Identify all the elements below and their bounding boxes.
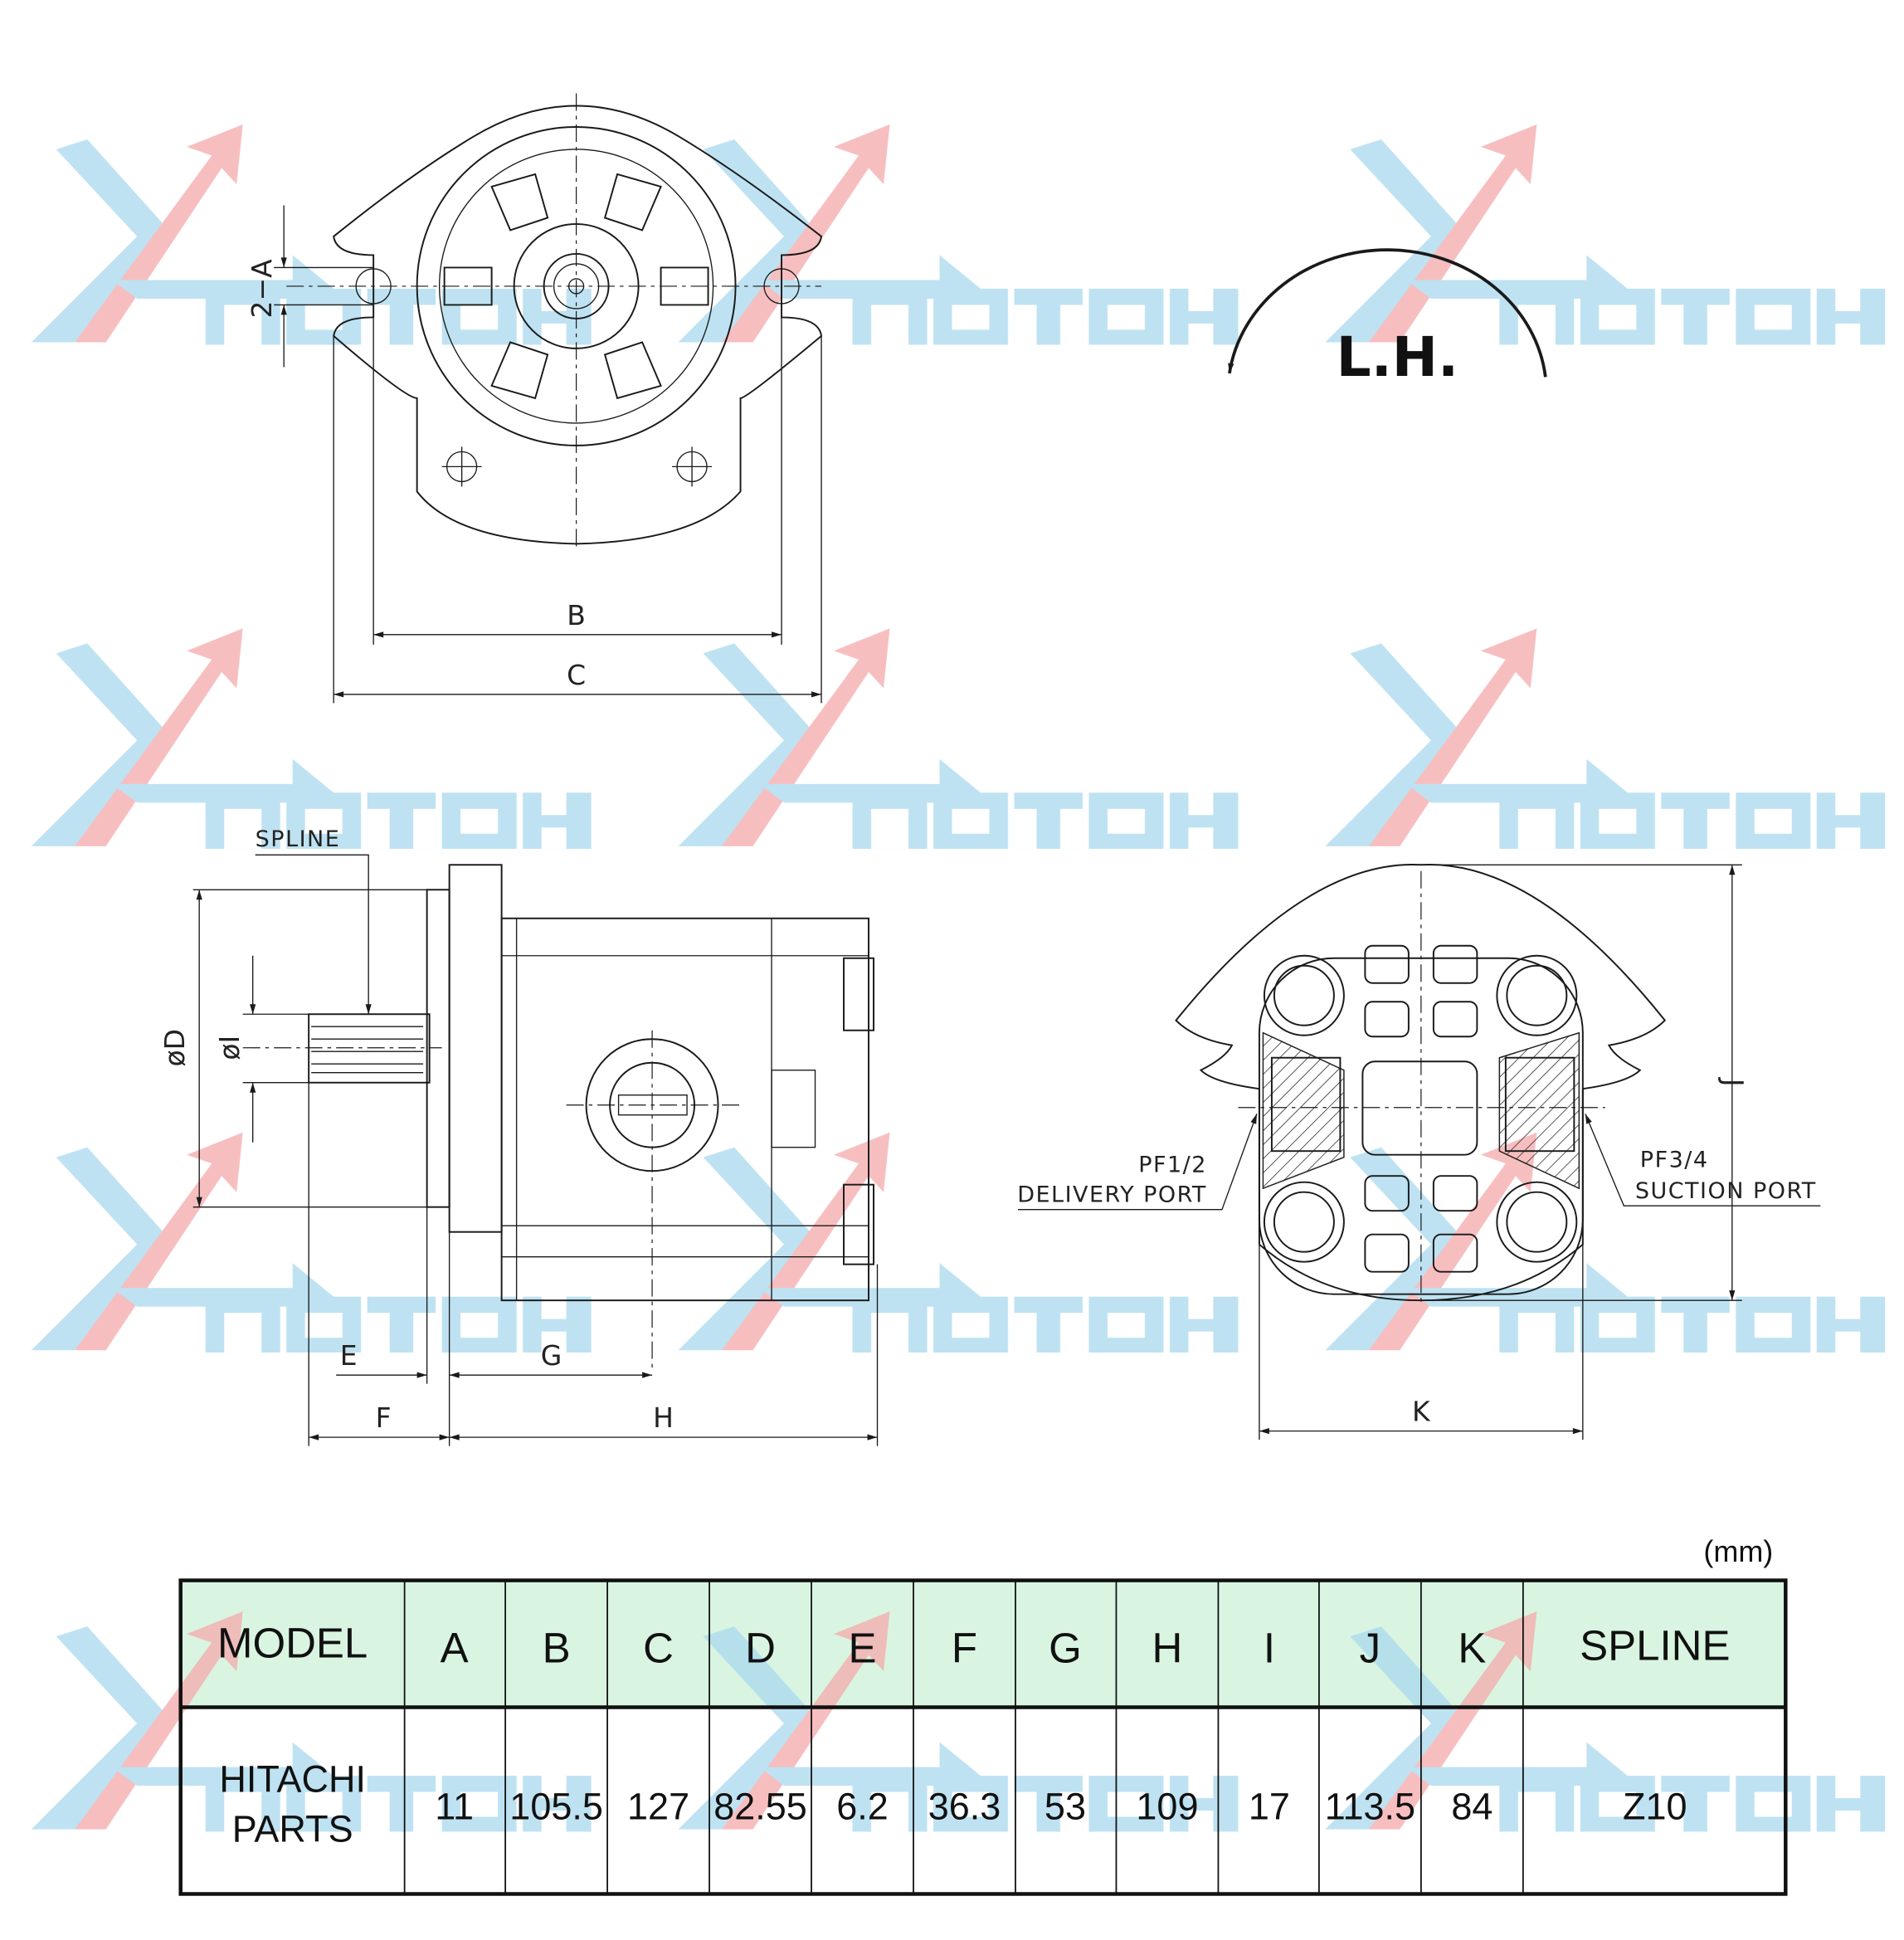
- dimension-table: (mm) MODEL A B C D E F G H I J K SPLINE …: [178, 1534, 1788, 1896]
- watermark-logo: [31, 124, 592, 345]
- header-g: G: [1049, 1625, 1082, 1672]
- header-i: I: [1264, 1625, 1275, 1672]
- dim-e-label: E: [340, 1339, 358, 1372]
- value-a: 11: [435, 1786, 474, 1828]
- watermark-logo: [678, 124, 1239, 345]
- header-d: D: [745, 1625, 776, 1672]
- dim-k-label: K: [1412, 1396, 1431, 1428]
- spline-label: SPLINE: [256, 826, 341, 852]
- value-j: 113.5: [1325, 1786, 1415, 1828]
- model-line1: HITACHI: [219, 1758, 366, 1801]
- value-f: 36.3: [928, 1786, 1001, 1828]
- delivery-port-label: DELIVERY PORT: [1017, 1182, 1207, 1208]
- dim-g-label: G: [541, 1339, 562, 1372]
- value-spline: Z10: [1623, 1786, 1687, 1828]
- model-line2: PARTS: [232, 1808, 353, 1850]
- header-model: MODEL: [217, 1620, 368, 1667]
- front-view: B C 2−A: [246, 93, 823, 704]
- header-k: K: [1458, 1625, 1486, 1672]
- mount-flange-side: [448, 864, 503, 1233]
- dim-d-label: øD: [158, 1029, 191, 1067]
- rotation-indicator: L.H.: [1228, 248, 1547, 389]
- rear-flange-outline: [1175, 864, 1667, 1302]
- value-g: 53: [1045, 1786, 1086, 1828]
- dim-h-label: H: [653, 1401, 674, 1434]
- suction-port-size: PF3/4: [1640, 1148, 1709, 1173]
- front-flange-outline: [333, 105, 823, 545]
- side-view: SPLINE øD øI E G F H: [158, 826, 879, 1446]
- header-j: J: [1360, 1625, 1381, 1672]
- header-row: [180, 1580, 1786, 1708]
- header-spline: SPLINE: [1580, 1622, 1730, 1669]
- suction-port-label: SUCTION PORT: [1635, 1178, 1817, 1204]
- dim-f-label: F: [376, 1401, 392, 1434]
- header-e: E: [849, 1625, 877, 1672]
- header-c: C: [643, 1625, 674, 1672]
- dim-i-label: øI: [213, 1036, 246, 1060]
- dim-a-label: 2−A: [246, 259, 278, 319]
- value-k: 84: [1451, 1786, 1493, 1828]
- value-b: 105.5: [509, 1786, 603, 1828]
- watermark-logo: [1325, 124, 1886, 345]
- watermark-logo: [31, 1132, 592, 1353]
- header-b: B: [543, 1625, 571, 1672]
- rotation-direction-label: L.H.: [1337, 325, 1458, 389]
- delivery-port-size: PF1/2: [1138, 1153, 1207, 1178]
- header-a: A: [441, 1625, 469, 1672]
- dim-j-label: J: [1717, 1077, 1749, 1087]
- value-c: 127: [627, 1786, 689, 1828]
- rear-view: PF1/2 DELIVERY PORT PF3/4 SUCTION PORT J…: [1017, 864, 1821, 1440]
- dim-b-label: B: [567, 599, 586, 631]
- pump-body-side: [500, 917, 869, 1302]
- watermark-logos: [31, 124, 1886, 1832]
- header-f: F: [952, 1625, 977, 1672]
- watermark-logo: [1325, 628, 1886, 849]
- dim-c-label: C: [567, 659, 586, 691]
- value-h: 109: [1136, 1786, 1198, 1828]
- watermark-logo: [678, 628, 1239, 849]
- value-d: 82.55: [713, 1786, 807, 1828]
- value-i: 17: [1249, 1786, 1290, 1828]
- watermark-logo: [31, 628, 592, 849]
- header-h: H: [1152, 1625, 1183, 1672]
- value-e: 6.2: [836, 1786, 889, 1828]
- unit-label: (mm): [1703, 1534, 1773, 1568]
